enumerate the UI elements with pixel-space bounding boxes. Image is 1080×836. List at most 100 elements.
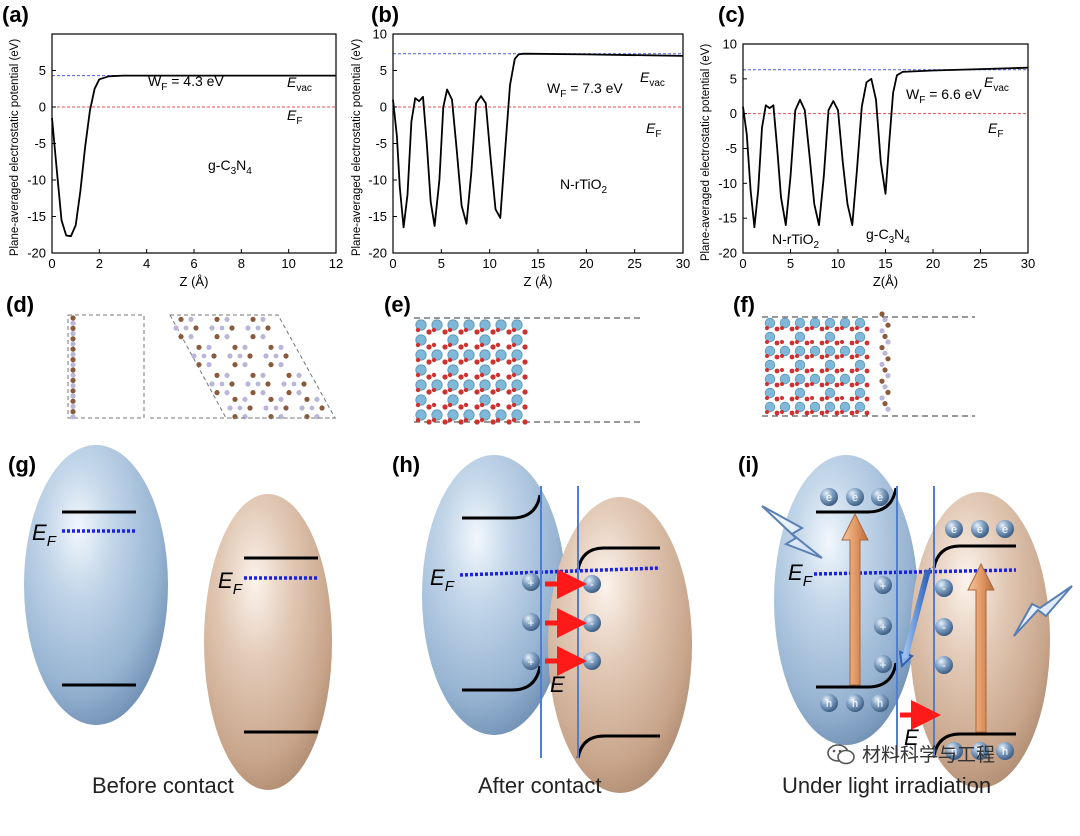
o-atom bbox=[765, 368, 769, 372]
watermark-text: 材料科学与工程 bbox=[862, 744, 996, 766]
ti-atom bbox=[794, 345, 806, 357]
o-atom bbox=[825, 326, 829, 330]
ti-atom bbox=[779, 345, 791, 357]
o-atom bbox=[789, 382, 795, 388]
o-atom bbox=[795, 410, 799, 414]
o-atom bbox=[506, 329, 512, 335]
potential-curve bbox=[392, 52, 684, 229]
o-atom bbox=[426, 389, 432, 395]
ef-label: EF bbox=[988, 120, 1003, 140]
ti-atom bbox=[779, 401, 791, 413]
o-atom bbox=[819, 368, 825, 374]
atom bbox=[255, 325, 261, 331]
panel-label-c: (c) bbox=[718, 2, 745, 27]
atom bbox=[70, 393, 76, 399]
svg-text:e: e bbox=[977, 524, 983, 536]
ti-atom bbox=[794, 387, 806, 399]
ti-atom bbox=[463, 409, 475, 421]
y-tick-label: -10 bbox=[718, 176, 737, 191]
o-atom bbox=[511, 387, 517, 393]
o-atom bbox=[855, 396, 859, 400]
atom bbox=[882, 350, 888, 356]
atom bbox=[70, 409, 76, 415]
atom bbox=[191, 353, 197, 359]
atom bbox=[219, 381, 225, 387]
y-tick-label: -20 bbox=[27, 246, 46, 261]
work-function-label: WF = 7.3 eV bbox=[547, 80, 623, 100]
ti-atom bbox=[511, 379, 523, 391]
svg-text:-: - bbox=[590, 577, 594, 591]
o-atom bbox=[765, 326, 769, 330]
o-atom bbox=[825, 368, 829, 372]
y-tick-label: 0 bbox=[39, 100, 46, 115]
atom bbox=[260, 316, 266, 322]
o-atom bbox=[789, 326, 795, 332]
o-atom bbox=[834, 396, 840, 402]
ti-atom bbox=[854, 345, 866, 357]
o-atom bbox=[463, 387, 469, 393]
o-atom bbox=[855, 340, 859, 344]
o-atom bbox=[415, 342, 421, 348]
o-atom bbox=[795, 354, 799, 358]
o-atom bbox=[840, 410, 844, 414]
ti-atom bbox=[479, 334, 491, 346]
ti-atom bbox=[779, 373, 791, 385]
atom bbox=[278, 362, 284, 368]
x-tick-label: 0 bbox=[48, 256, 55, 271]
structure-e-rtio2 bbox=[414, 317, 640, 425]
atom bbox=[237, 353, 243, 359]
o-atom bbox=[458, 329, 464, 335]
svg-text:e: e bbox=[1002, 524, 1008, 536]
ti-atom bbox=[854, 317, 866, 329]
svg-text:-: - bbox=[590, 616, 594, 630]
svg-text:+: + bbox=[879, 579, 886, 593]
atom bbox=[227, 353, 233, 359]
ti-atom bbox=[764, 401, 776, 413]
atom bbox=[879, 311, 885, 317]
o-atom bbox=[442, 419, 448, 425]
o-atom bbox=[495, 387, 501, 393]
ef-label: EF bbox=[287, 107, 302, 127]
o-atom bbox=[780, 396, 784, 400]
o-atom bbox=[840, 396, 844, 400]
o-atom bbox=[447, 417, 453, 423]
ti-atom bbox=[431, 379, 443, 391]
atom bbox=[209, 381, 215, 387]
o-atom bbox=[463, 327, 469, 333]
o-atom bbox=[511, 417, 517, 423]
ti-atom bbox=[854, 359, 866, 371]
x-tick-label: 5 bbox=[438, 256, 445, 271]
atom bbox=[885, 373, 891, 379]
o-atom bbox=[780, 382, 784, 386]
ti-atom bbox=[764, 331, 776, 343]
o-atom bbox=[849, 326, 855, 332]
o-atom bbox=[458, 344, 464, 350]
o-atom bbox=[415, 402, 421, 408]
atom bbox=[214, 390, 220, 396]
o-atom bbox=[795, 396, 799, 400]
o-atom bbox=[774, 326, 780, 332]
atom bbox=[178, 316, 184, 322]
x-tick-label: 25 bbox=[627, 256, 641, 271]
o-atom bbox=[774, 410, 780, 416]
atom bbox=[70, 341, 76, 347]
ti-atom bbox=[479, 394, 491, 406]
o-atom bbox=[855, 326, 859, 330]
o-atom bbox=[511, 402, 517, 408]
o-atom bbox=[864, 396, 870, 402]
o-atom bbox=[840, 326, 844, 330]
o-atom bbox=[789, 340, 795, 346]
atom bbox=[260, 390, 266, 396]
atom bbox=[255, 381, 261, 387]
ti-atom bbox=[463, 349, 475, 361]
o-atom bbox=[431, 417, 437, 423]
atom bbox=[242, 396, 248, 402]
atom bbox=[268, 362, 274, 368]
y-tick-label: 10 bbox=[373, 27, 387, 42]
y-tick-label: -5 bbox=[375, 136, 387, 151]
atom bbox=[70, 336, 76, 342]
atom bbox=[70, 372, 76, 378]
vb-tan-h bbox=[576, 734, 660, 759]
o-atom bbox=[458, 404, 464, 410]
atom bbox=[178, 334, 184, 340]
